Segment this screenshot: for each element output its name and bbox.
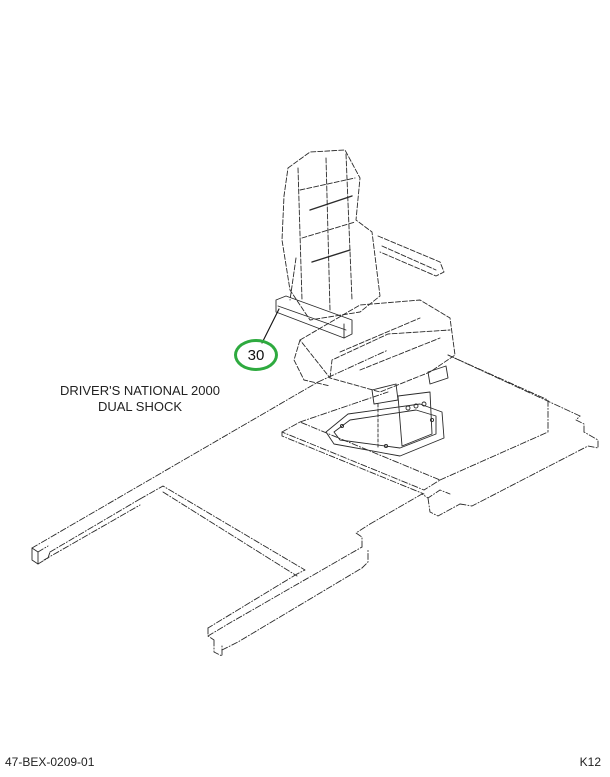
page-reference: K12 — [579, 755, 601, 769]
seat-back — [281, 149, 381, 321]
caption-line-1: DRIVER'S NATIONAL 2000 — [60, 383, 220, 398]
armrest-right — [377, 235, 445, 277]
seat-cushion — [293, 299, 456, 393]
armrest-left — [275, 295, 353, 339]
callout-leader-line — [261, 308, 280, 344]
floor-panel — [31, 349, 599, 657]
part-callout-30[interactable]: 30 — [234, 339, 278, 371]
seat-model-caption: DRIVER'S NATIONAL 2000 DUAL SHOCK — [40, 383, 240, 415]
drawing-number: 47-BEX-0209-01 — [5, 755, 95, 769]
callout-label: 30 — [247, 346, 265, 364]
caption-line-2: DUAL SHOCK — [97, 399, 183, 414]
seat-pedestal — [325, 365, 449, 457]
